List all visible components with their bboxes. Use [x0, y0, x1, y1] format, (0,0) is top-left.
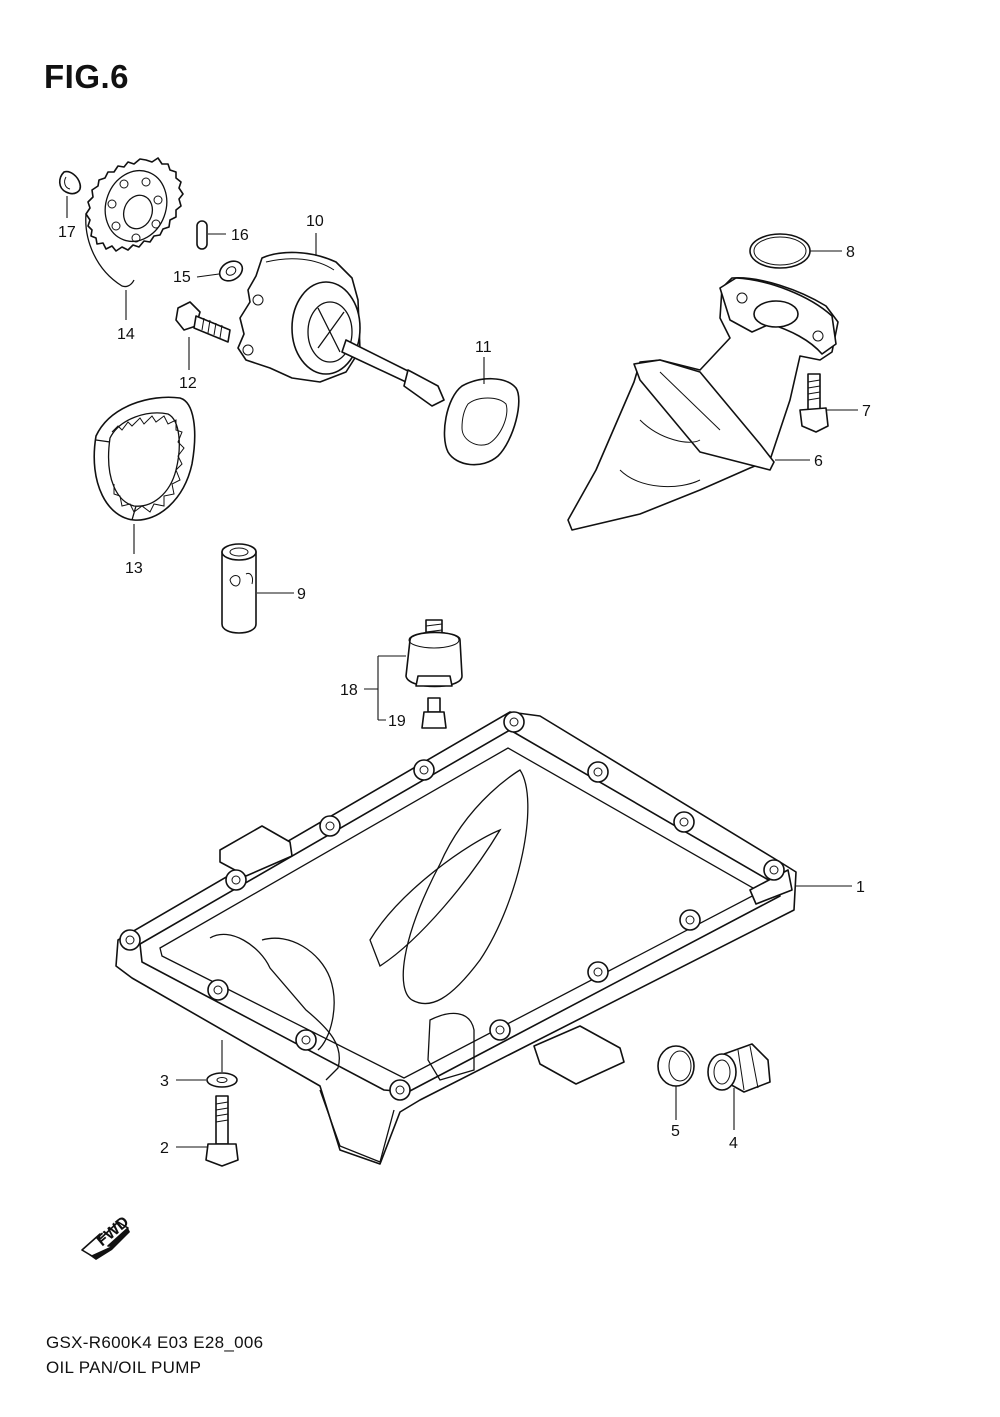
- part-5-gasket: [657, 1045, 695, 1087]
- part-15-washer: [218, 260, 244, 282]
- part-4-drain-plug: [707, 1043, 771, 1093]
- callout-16: 16: [231, 227, 249, 244]
- leader-lines: [66, 196, 858, 1148]
- callout-numbers: 1 2 3 4 5 6 7 8 9 10 11 12 13 14 15 16 1…: [58, 213, 871, 1157]
- part-13-ring-gear: [93, 396, 196, 521]
- part-2-bolt: [205, 1095, 239, 1167]
- callout-13: 13: [125, 560, 143, 577]
- callout-15: 15: [173, 269, 191, 286]
- part-3-washer: [206, 1072, 238, 1088]
- assembly-name: OIL PAN/OIL PUMP: [46, 1358, 202, 1377]
- part-16-pin: [196, 220, 208, 250]
- fwd-arrow-icon: FWD: [81, 1214, 132, 1260]
- part-18-pressure-switch: [405, 619, 463, 688]
- callout-7: 7: [862, 403, 871, 420]
- callout-19: 19: [388, 713, 406, 730]
- callout-3: 3: [160, 1073, 169, 1090]
- part-19-plug: [421, 697, 447, 729]
- part-11-gasket: [443, 377, 520, 466]
- part-6-oil-strainer: [567, 277, 839, 531]
- callout-10: 10: [306, 213, 324, 230]
- callout-4: 4: [729, 1135, 738, 1152]
- part-17-circlip: [58, 170, 82, 195]
- callout-5: 5: [671, 1123, 680, 1140]
- part-14-driven-gear: [85, 157, 184, 288]
- callout-2: 2: [160, 1140, 169, 1157]
- callout-18: 18: [340, 682, 358, 699]
- callout-14: 14: [117, 326, 135, 343]
- part-8-o-ring: [749, 233, 811, 269]
- callout-11: 11: [475, 339, 492, 356]
- part-7-bolt: [799, 373, 829, 433]
- callout-17: 17: [58, 224, 76, 241]
- figure-title: FIG.6: [44, 58, 130, 95]
- part-12-bolt: [175, 301, 231, 343]
- callout-9: 9: [297, 586, 306, 603]
- callout-1: 1: [856, 879, 865, 896]
- part-1-oil-pan: [115, 711, 797, 1165]
- part-10-oil-pump: [237, 251, 445, 407]
- model-code: GSX-R600K4 E03 E28_006: [46, 1333, 264, 1352]
- callout-8: 8: [846, 244, 855, 261]
- callout-6: 6: [814, 453, 823, 470]
- pan-bolt-bosses: [119, 711, 785, 1101]
- part-9-pipe: [221, 543, 257, 634]
- callout-12: 12: [179, 375, 197, 392]
